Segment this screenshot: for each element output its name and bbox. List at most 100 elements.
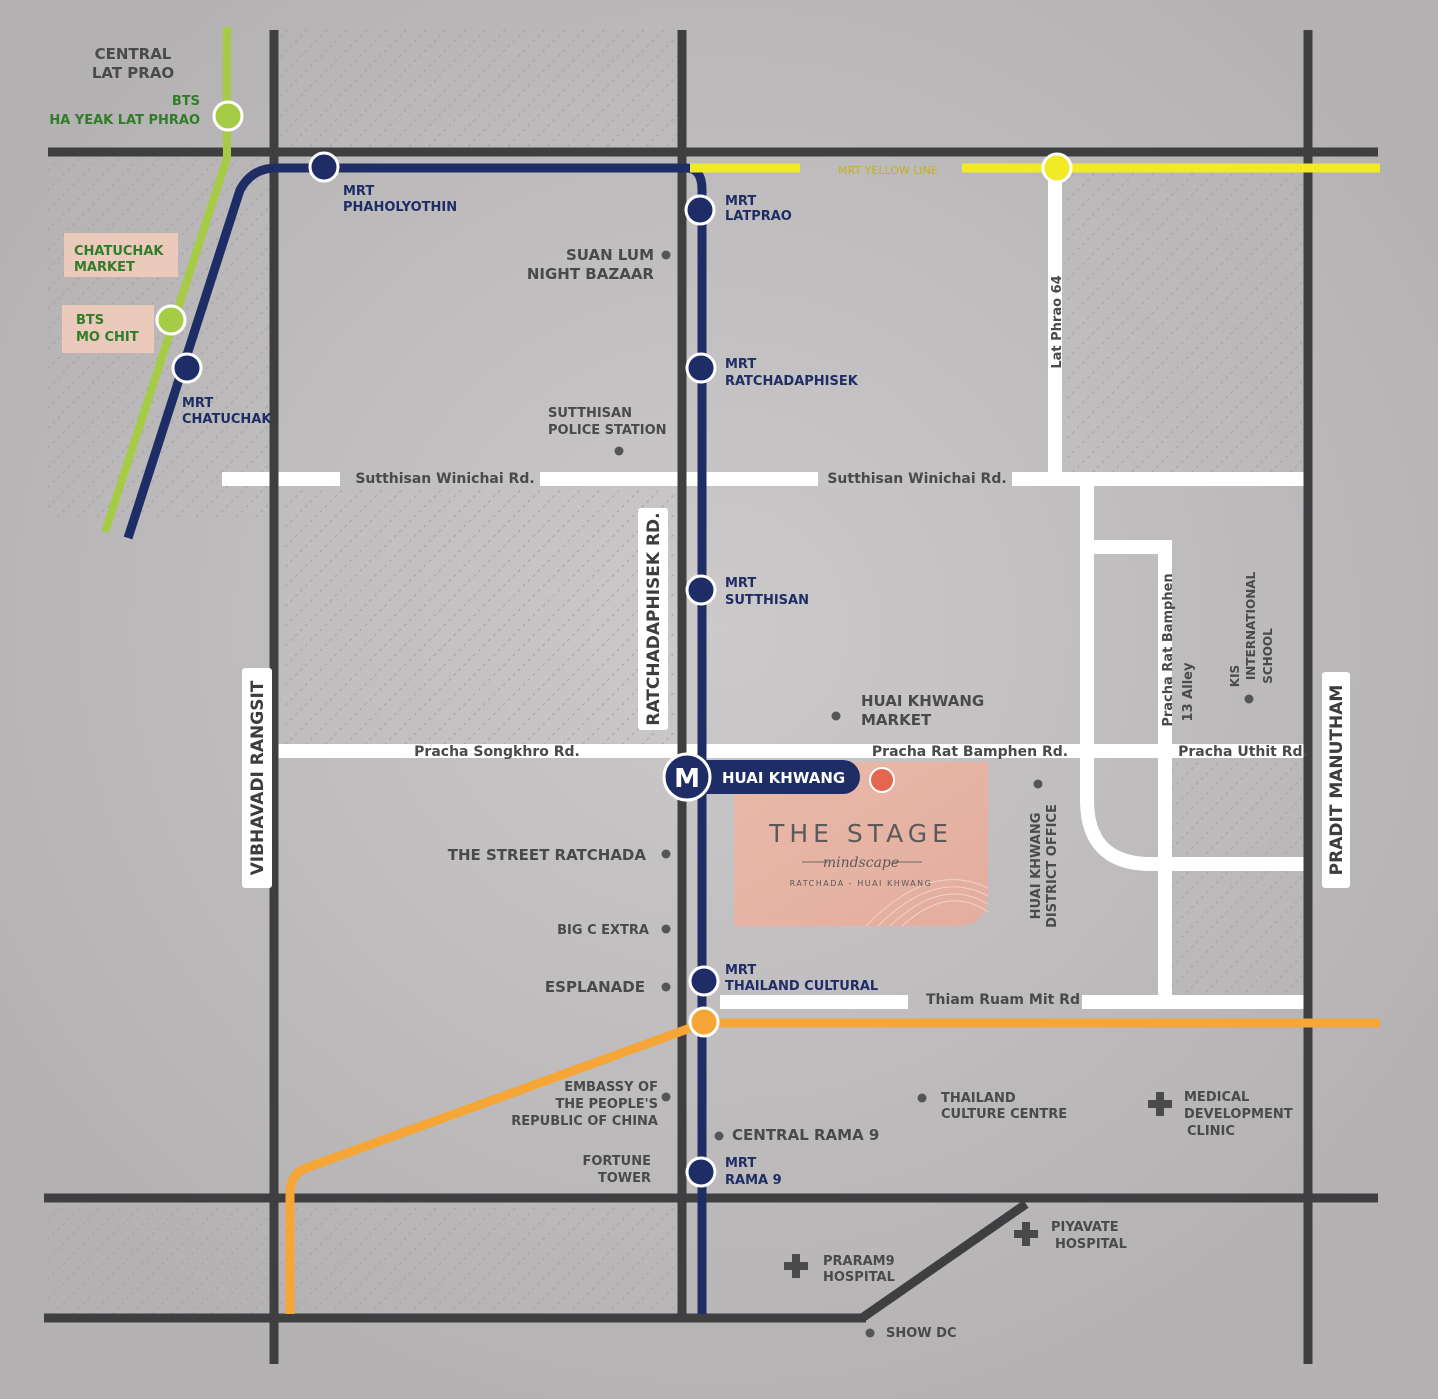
- suan-lum-line2: NIGHT BAZAAR: [527, 265, 655, 283]
- chatuchak-market-line2: MARKET: [74, 260, 135, 275]
- poi-dots: [614, 250, 1254, 1338]
- mrt-thailand-cultural-line1: MRT: [725, 963, 756, 978]
- district-office-line1: HUAI KHWANG: [1029, 813, 1044, 920]
- project-location: RATCHADA - HUAI KHWANG: [790, 879, 933, 888]
- mrt-sutthisan-line2: SUTTHISAN: [725, 593, 809, 608]
- huai-khwang-market-line1: HUAI KHWANG: [861, 692, 984, 710]
- mrt-phaholyothin-line2: PHAHOLYOTHIN: [343, 200, 457, 215]
- poi-dot-icon[interactable]: [661, 924, 671, 934]
- project-location-marker-icon[interactable]: [869, 767, 895, 793]
- pracha-rat-13-line1: Pracha Rat Bamphen: [1161, 573, 1176, 726]
- central-lat-prao-line1: CENTRAL: [95, 45, 172, 63]
- district-office-line2: DISTRICT OFFICE: [1045, 804, 1060, 928]
- mrt-chatuchak-line1: MRT: [182, 396, 213, 411]
- mrt-ratchadaphisek-line2: RATCHADAPHISEK: [725, 374, 859, 389]
- chatuchak-market-line1: CHATUCHAK: [74, 244, 164, 259]
- mrt-latprao-station-icon[interactable]: [684, 194, 716, 226]
- mrt-rama9-line2: RAMA 9: [725, 1173, 782, 1188]
- poi-dot-icon[interactable]: [1244, 694, 1254, 704]
- bts-mo-chit-box: [62, 305, 154, 353]
- mrt-chatuchak-line2: CHATUCHAK: [182, 412, 272, 427]
- poi-dot-icon[interactable]: [865, 1328, 875, 1338]
- sutthisan-winichai-rd-label-2: Sutthisan Winichai Rd.: [827, 471, 1006, 487]
- embassy-line3: REPUBLIC OF CHINA: [511, 1114, 658, 1129]
- sutthisan-police-line1: SUTTHISAN: [548, 406, 632, 421]
- thailand-culture-centre-line1: THAILAND: [941, 1091, 1016, 1106]
- poi-dot-icon[interactable]: [661, 250, 671, 260]
- poi-dot-icon[interactable]: [614, 446, 624, 456]
- central-lat-prao-line2: LAT PRAO: [92, 64, 174, 82]
- kis-line1: KIS: [1228, 665, 1242, 687]
- hospital-icons: [784, 1092, 1172, 1278]
- kis-line3: SCHOOL: [1261, 628, 1275, 684]
- mrt-orange-line: [285, 1018, 1380, 1314]
- huai-khwang-market-line2: MARKET: [861, 711, 932, 729]
- mrt-rama9-station-icon[interactable]: [685, 1156, 717, 1188]
- praram9-line2: HOSPITAL: [823, 1270, 895, 1285]
- pradit-manutham-label-box: [1322, 672, 1350, 888]
- orange-line-station-icon[interactable]: [688, 1006, 720, 1038]
- lat-phrao-64-label: Lat Phrao 64: [1050, 275, 1065, 368]
- yellow-line-station-icon[interactable]: [1041, 152, 1073, 184]
- piyavate-line1: PIYAVATE: [1051, 1220, 1119, 1235]
- main-roads: [44, 30, 1378, 1364]
- hospital-cross-icon[interactable]: [1148, 1092, 1172, 1116]
- the-stage-project[interactable]: THE STAGE mindscape RATCHADA - HUAI KHWA…: [734, 762, 989, 927]
- kis-line2: INTERNATIONAL: [1244, 571, 1258, 680]
- poi-dot-icon[interactable]: [1033, 779, 1043, 789]
- mrt-blue-line: [123, 163, 707, 1314]
- medical-clinic-line2: DEVELOPMENT: [1184, 1107, 1293, 1122]
- poi-dot-icon[interactable]: [661, 849, 671, 859]
- project-subtitle: mindscape: [823, 855, 899, 871]
- project-title: THE STAGE: [768, 819, 953, 848]
- thiam-ruam-mit-rd-label: Thiam Ruam Mit Rd: [926, 992, 1080, 1008]
- medical-clinic-line1: MEDICAL: [1184, 1090, 1249, 1105]
- pracha-uthit-rd-label: Pracha Uthit Rd.: [1178, 744, 1308, 760]
- bts-green-line: [101, 27, 231, 534]
- hospital-cross-icon[interactable]: [1014, 1222, 1038, 1246]
- huai-khwang-station-badge[interactable]: M HUAI KHWANG: [662, 752, 860, 802]
- mrt-phaholyothin-station-icon[interactable]: [308, 151, 340, 183]
- secondary-roads: [222, 172, 1304, 1009]
- chatuchak-market-box: [64, 233, 178, 277]
- metro-m-icon: [662, 752, 712, 802]
- pracha-rat-bamphen-rd-label: Pracha Rat Bamphen Rd.: [872, 744, 1068, 760]
- poi-dot-icon[interactable]: [661, 982, 671, 992]
- mrt-latprao-line1: MRT: [725, 194, 756, 209]
- praram9-line1: PRARAM9: [823, 1254, 895, 1269]
- hospital-cross-icon[interactable]: [784, 1254, 808, 1278]
- mrt-thailand-cultural-line2: THAILAND CULTURAL: [725, 979, 878, 994]
- fortune-tower-line1: FORTUNE: [582, 1154, 651, 1169]
- suan-lum-line1: SUAN LUM: [566, 246, 654, 264]
- poi-dot-icon[interactable]: [917, 1093, 927, 1103]
- mrt-rama9-line1: MRT: [725, 1156, 756, 1171]
- the-street-ratchada-label: THE STREET RATCHADA: [448, 846, 647, 864]
- poi-dot-icon[interactable]: [831, 711, 841, 721]
- poi-dot-icon[interactable]: [661, 1092, 671, 1102]
- embassy-line1: EMBASSY OF: [564, 1080, 658, 1095]
- bts-ha-yeak-line1: BTS: [172, 94, 200, 109]
- piyavate-line2: HOSPITAL: [1055, 1237, 1127, 1252]
- stations: [155, 100, 1073, 1188]
- pradit-manutham-label: PRADIT MANUTHAM: [1327, 685, 1347, 876]
- central-rama9-label: CENTRAL RAMA 9: [732, 1126, 879, 1144]
- pracha-songkhro-rd-label: Pracha Songkhro Rd.: [414, 744, 580, 760]
- bts-mo-chit-station-icon[interactable]: [155, 304, 187, 336]
- mrt-ratchadaphisek-line1: MRT: [725, 357, 756, 372]
- hatched-zones: [45, 30, 1304, 1315]
- bts-ha-yeak-line2: HA YEAK LAT PHRAO: [49, 113, 200, 128]
- bts-ha-yeak-station-icon[interactable]: [212, 100, 244, 132]
- mrt-thailand-cultural-station-icon[interactable]: [688, 965, 720, 997]
- thailand-culture-centre-line2: CULTURE CENTRE: [941, 1107, 1067, 1122]
- poi-dot-icon[interactable]: [714, 1131, 724, 1141]
- mrt-latprao-line2: LATPRAO: [725, 209, 792, 224]
- bts-mo-chit-line1: BTS: [76, 313, 104, 328]
- show-dc-label: SHOW DC: [886, 1326, 957, 1341]
- ratchadaphisek-rd-label-box: [638, 508, 668, 730]
- mrt-ratchadaphisek-station-icon[interactable]: [685, 352, 717, 384]
- sutthisan-police-line2: POLICE STATION: [548, 423, 667, 438]
- mrt-sutthisan-station-icon[interactable]: [685, 574, 717, 606]
- mrt-chatuchak-station-icon[interactable]: [171, 352, 203, 384]
- vibhavadi-label-box: [242, 668, 272, 888]
